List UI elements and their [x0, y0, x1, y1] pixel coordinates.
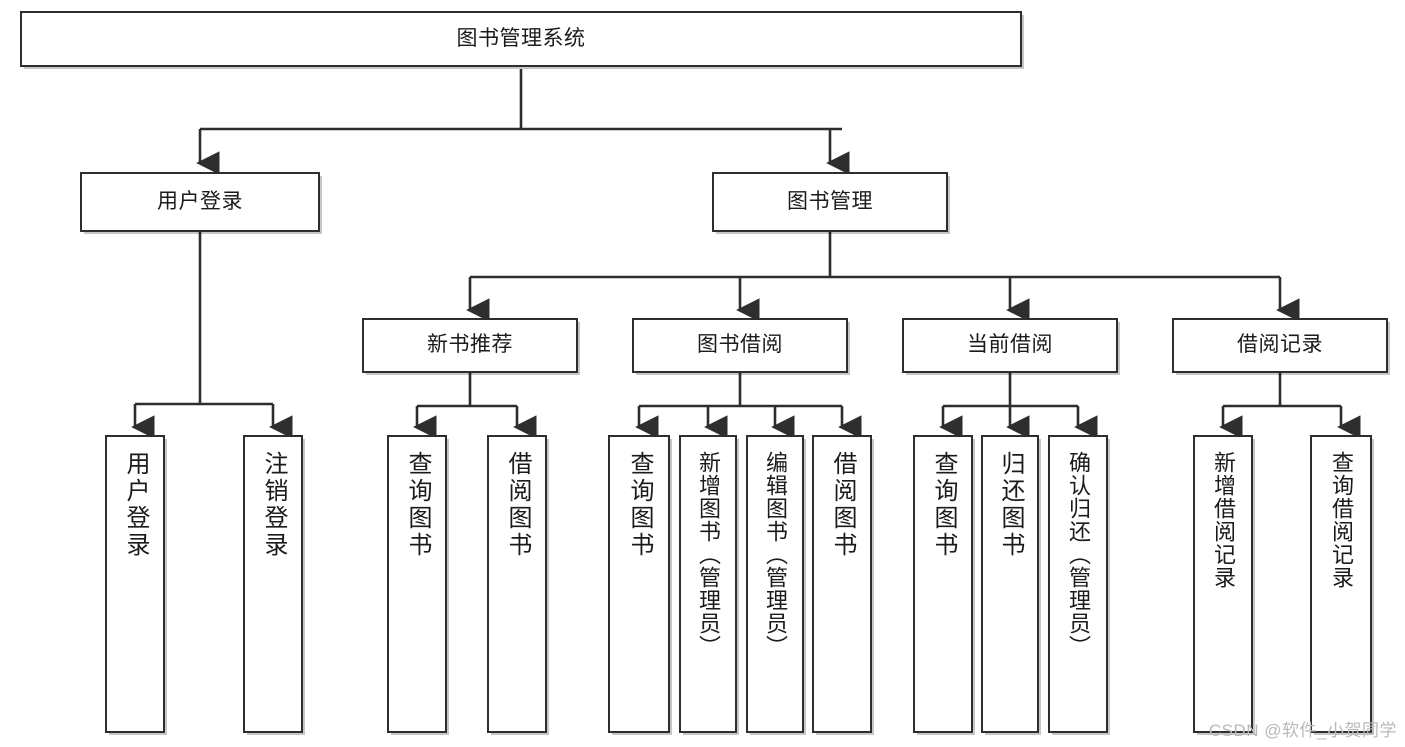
leaf-query-borrow-record[interactable]: 查询借阅记录 [1310, 435, 1372, 733]
node-new-book-recommend-label: 新书推荐 [427, 333, 513, 357]
leaf-query-book-recommend[interactable]: 查询图书 [387, 435, 447, 733]
leaf-borrow-book-label: 借阅图书 [829, 451, 856, 559]
leaf-add-borrow-record-label: 新增借阅记录 [1211, 451, 1236, 589]
leaf-user-login-label: 用户登录 [122, 451, 149, 559]
node-root[interactable]: 图书管理系统 [20, 11, 1022, 67]
leaf-logout-label: 注销登录 [260, 451, 287, 559]
leaf-logout[interactable]: 注销登录 [243, 435, 303, 733]
leaf-query-borrow-record-label: 查询借阅记录 [1329, 451, 1354, 589]
node-book-borrow-label: 图书借阅 [697, 333, 783, 357]
node-user-login[interactable]: 用户登录 [80, 172, 320, 232]
node-user-login-label: 用户登录 [157, 189, 243, 213]
leaf-query-book-recommend-label: 查询图书 [404, 451, 431, 559]
leaf-user-login[interactable]: 用户登录 [105, 435, 165, 733]
leaf-return-book-label: 归还图书 [997, 451, 1024, 559]
leaf-borrow-book-recommend[interactable]: 借阅图书 [487, 435, 547, 733]
leaf-borrow-book[interactable]: 借阅图书 [812, 435, 872, 733]
leaf-edit-book-admin-label: 编辑图书（管理员） [763, 451, 788, 658]
leaf-query-book[interactable]: 查询图书 [608, 435, 670, 733]
node-book-management[interactable]: 图书管理 [712, 172, 948, 232]
node-book-management-label: 图书管理 [787, 189, 873, 213]
node-borrow-record-label: 借阅记录 [1237, 333, 1323, 357]
leaf-add-book-admin-label: 新增图书（管理员） [696, 451, 721, 658]
leaf-edit-book-admin[interactable]: 编辑图书（管理员） [746, 435, 804, 733]
leaf-confirm-return-admin[interactable]: 确认归还（管理员） [1048, 435, 1108, 733]
leaf-return-book[interactable]: 归还图书 [981, 435, 1039, 733]
node-book-borrow[interactable]: 图书借阅 [632, 318, 848, 373]
leaf-borrow-book-recommend-label: 借阅图书 [504, 451, 531, 559]
node-current-borrow-label: 当前借阅 [967, 333, 1053, 357]
leaf-add-book-admin[interactable]: 新增图书（管理员） [679, 435, 737, 733]
csdn-watermark: CSDN @软件_小贺同学 [1208, 721, 1397, 740]
node-root-label: 图书管理系统 [456, 26, 586, 50]
leaf-query-book-current-label: 查询图书 [930, 451, 957, 559]
leaf-query-book-label: 查询图书 [626, 451, 653, 559]
leaf-query-book-current[interactable]: 查询图书 [913, 435, 973, 733]
leaf-confirm-return-admin-label: 确认归还（管理员） [1066, 451, 1091, 658]
node-new-book-recommend[interactable]: 新书推荐 [362, 318, 578, 373]
node-current-borrow[interactable]: 当前借阅 [902, 318, 1118, 373]
node-borrow-record[interactable]: 借阅记录 [1172, 318, 1388, 373]
leaf-add-borrow-record[interactable]: 新增借阅记录 [1193, 435, 1253, 733]
